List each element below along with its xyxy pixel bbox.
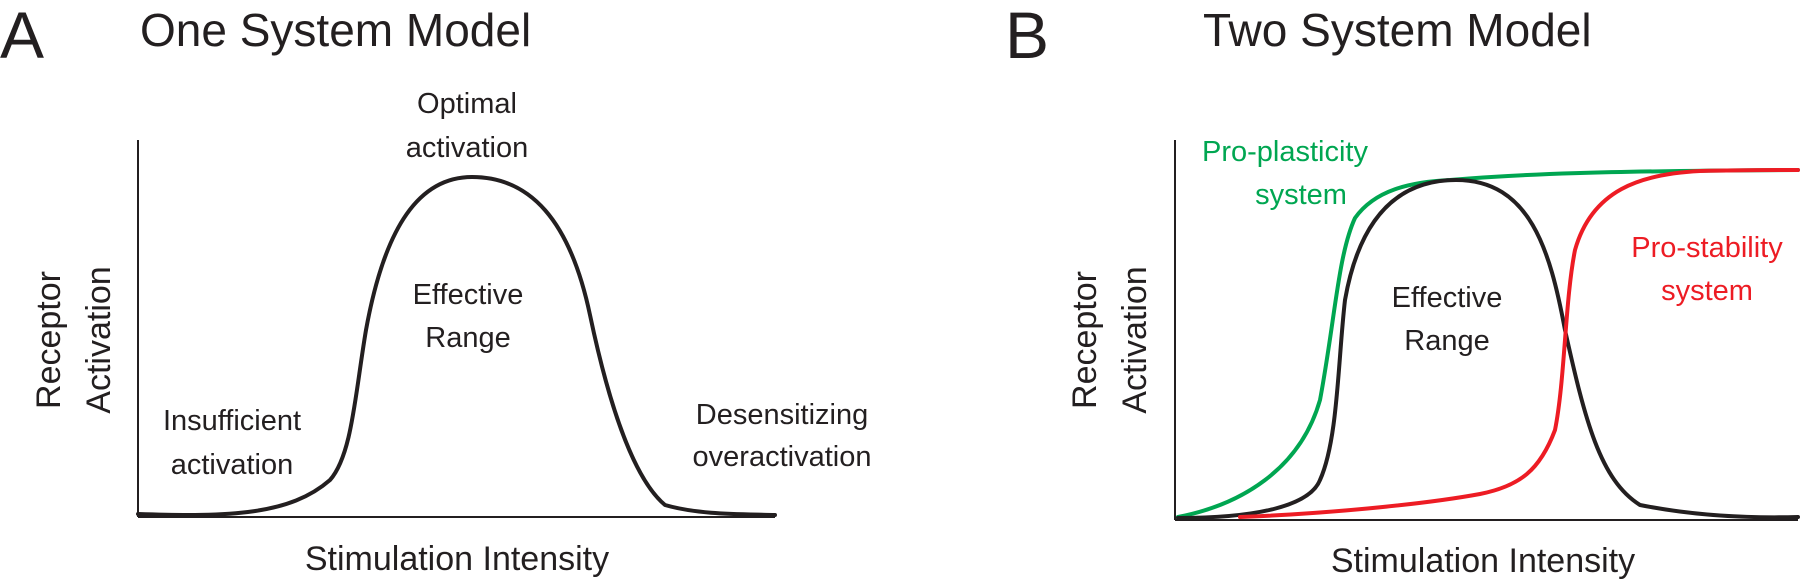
panel-b-y-label-line2: Activation — [1116, 266, 1154, 413]
insufficient-label-line2: activation — [171, 449, 294, 481]
pro-stability-curve — [1238, 168, 1800, 519]
panel-b-y-label-line1: Receptor — [1066, 271, 1104, 409]
pro-plasticity-label-line1: Pro-plasticity — [1202, 136, 1368, 168]
panel-b-title: Two System Model — [1203, 4, 1592, 56]
panel-b-x-label: Stimulation Intensity — [1331, 542, 1635, 580]
pro-plasticity-label-line2: system — [1255, 179, 1347, 211]
pro-stability-label-line2: system — [1661, 275, 1753, 307]
panel-b-letter: B — [1005, 0, 1049, 72]
pro-stability-label-line1: Pro-stability — [1631, 232, 1783, 264]
panel-a-activation-curve — [136, 175, 777, 517]
panel-b-activation-curve — [1176, 178, 1800, 520]
optimal-label-line1: Optimal — [417, 88, 517, 120]
desensitizing-label-line2: overactivation — [693, 441, 872, 473]
optimal-label-line2: activation — [406, 132, 529, 164]
panel-a-x-label: Stimulation Intensity — [305, 540, 609, 578]
panel-a-y-label-line2: Activation — [80, 266, 118, 413]
panel-b-effective-line2: Range — [1404, 325, 1489, 357]
panel-a-title: One System Model — [140, 4, 531, 56]
insufficient-label-line1: Insufficient — [163, 405, 301, 437]
panel-b: B Two System Model Receptor Activation S… — [1005, 0, 1800, 580]
panel-b-effective-line1: Effective — [1392, 282, 1503, 314]
panel-a-effective-line2: Range — [425, 322, 510, 354]
panel-a-letter: A — [0, 0, 44, 72]
panel-a-effective-line1: Effective — [413, 279, 524, 311]
panel-a-y-label-line1: Receptor — [30, 271, 68, 409]
pro-plasticity-curve — [1176, 168, 1800, 519]
desensitizing-label-line1: Desensitizing — [696, 399, 868, 431]
panel-a: A One System Model Receptor Activation S… — [0, 0, 871, 578]
